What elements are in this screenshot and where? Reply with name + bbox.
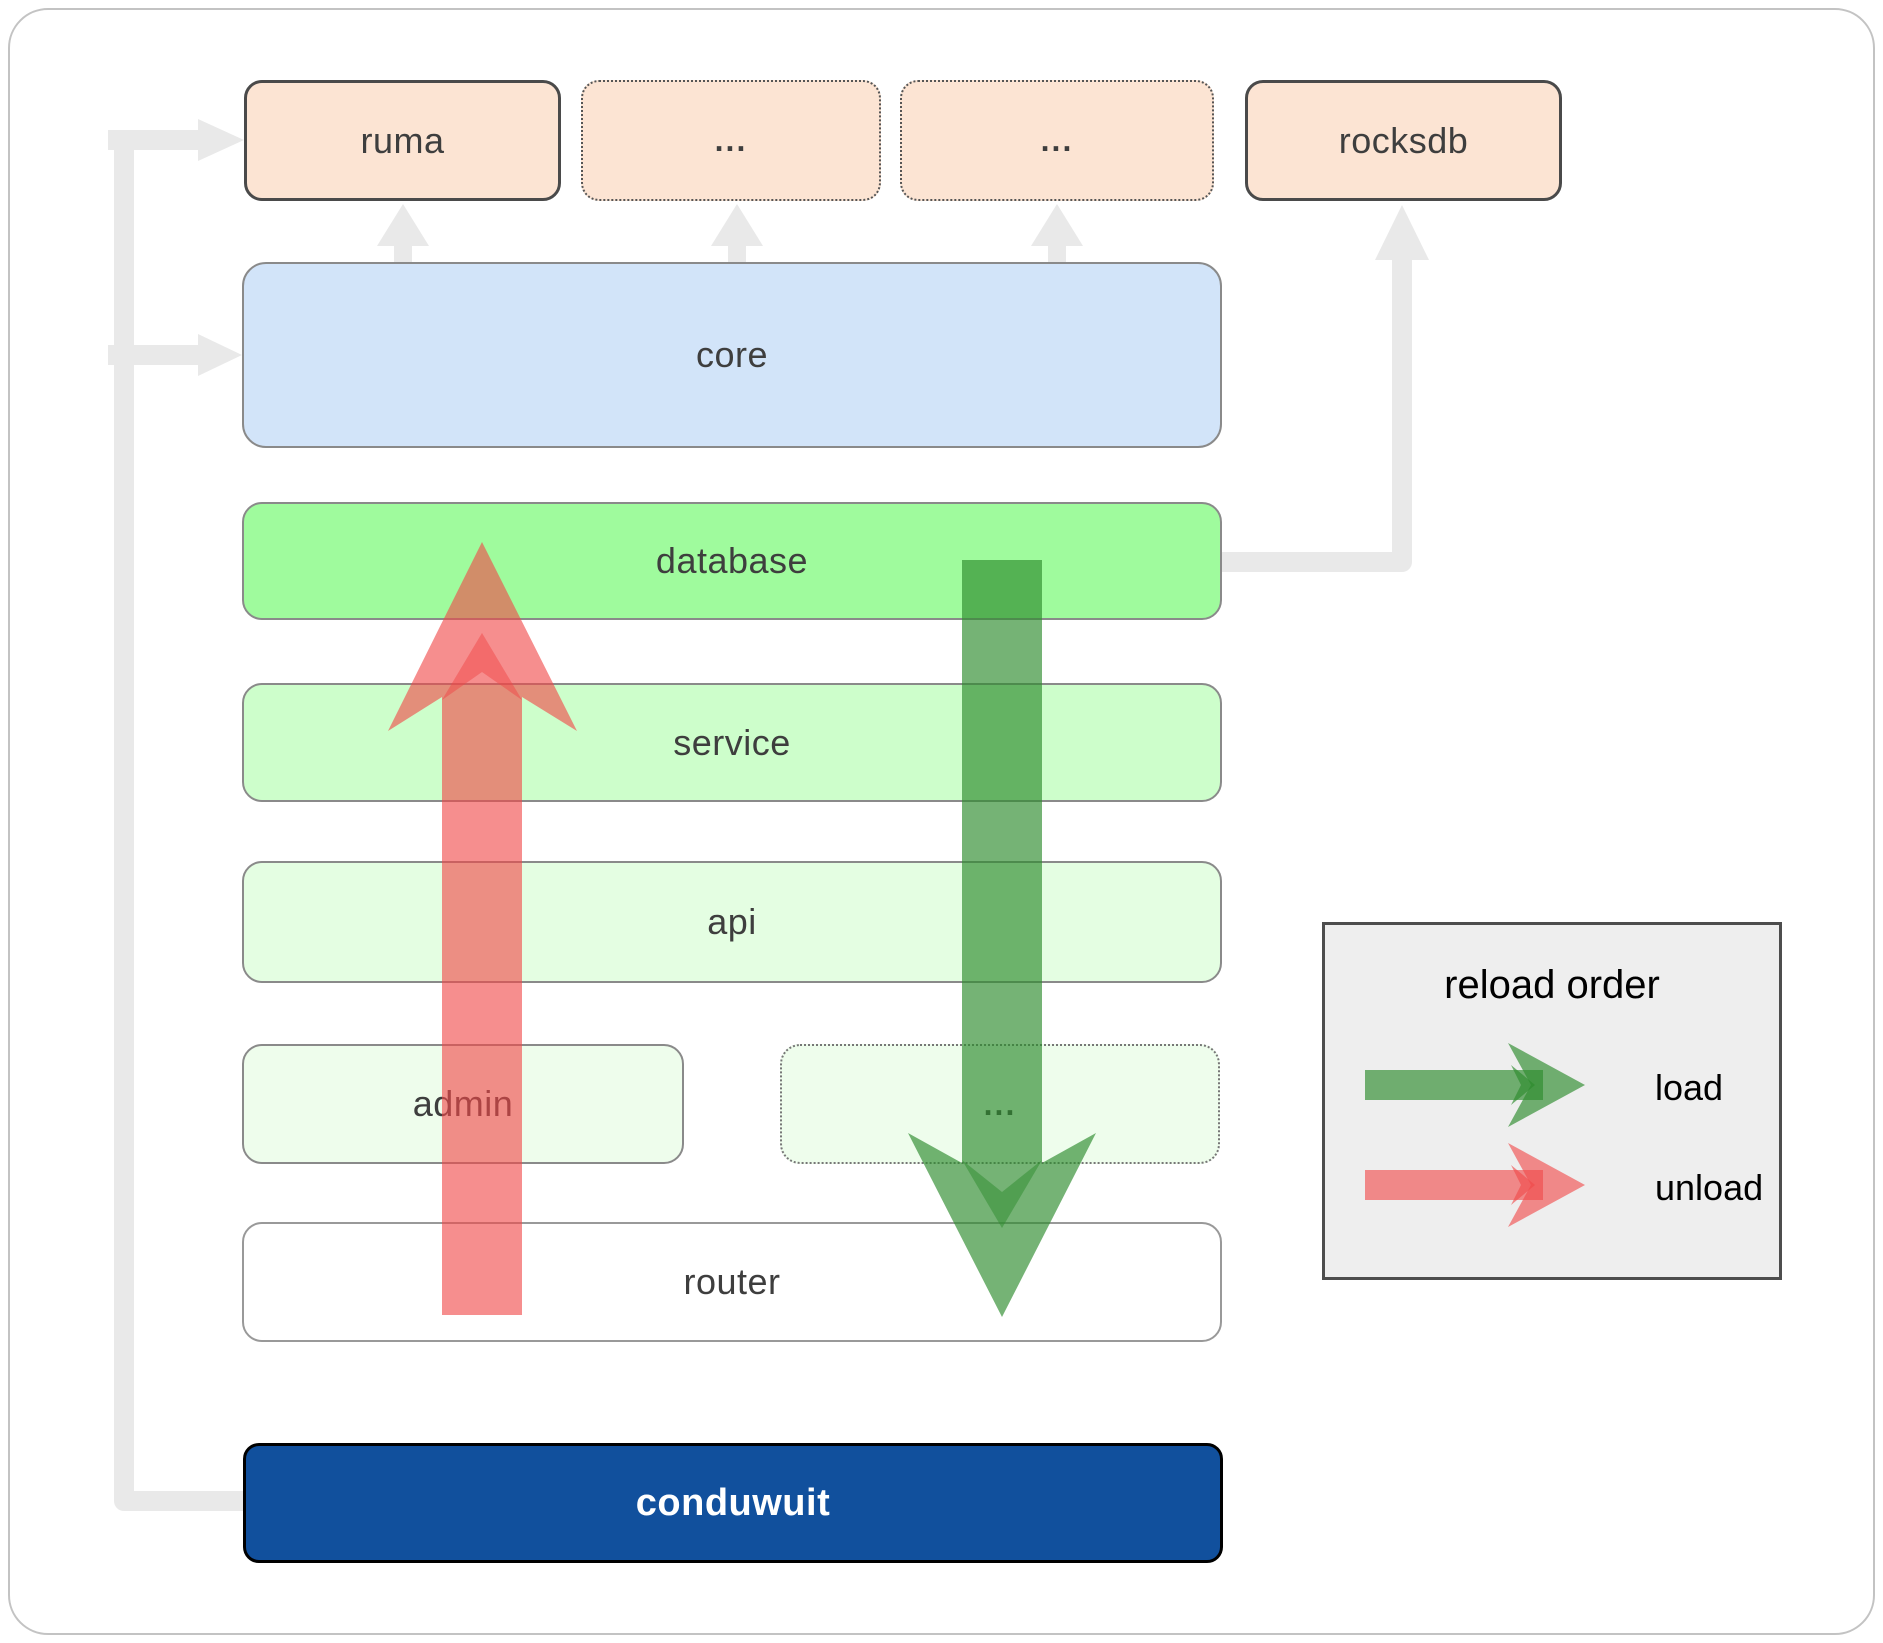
legend: reload order load unload [1322,922,1782,1280]
node-admin-label: admin [412,1083,514,1124]
legend-load-arrow-head [1508,1043,1585,1127]
legend-unload-arrow-shaft [1365,1170,1543,1200]
node-admin: admin [242,1044,684,1164]
legend-load-arrow-inner [1511,1065,1535,1105]
node-more-1-label: ... [714,122,748,158]
node-api-label: api [707,901,757,942]
node-rocksdb-label: rocksdb [1338,119,1469,161]
legend-unload-arrow-inner [1511,1165,1535,1205]
node-api: api [242,861,1222,983]
node-router: router [242,1222,1222,1342]
outer-frame [8,8,1875,1635]
legend-unload-label: unload [1655,1167,1764,1208]
legend-arrows [1365,1043,1585,1227]
node-more-3-label: ... [983,1085,1017,1122]
node-ruma-label: ruma [360,119,445,161]
node-router-label: router [683,1261,781,1302]
node-conduwuit: conduwuit [243,1443,1223,1563]
node-core: core [242,262,1222,448]
legend-load-label: load [1655,1067,1724,1108]
legend-load-arrow-shaft [1365,1070,1543,1100]
node-more-3: ... [780,1044,1220,1164]
legend-unload-arrow-head [1508,1143,1585,1227]
node-service: service [242,683,1222,802]
node-database-label: database [655,540,809,581]
node-more-1: ... [581,80,881,201]
node-core-label: core [695,334,769,375]
legend-title: reload order [1444,963,1660,1007]
node-rocksdb: rocksdb [1245,80,1562,201]
node-service-label: service [673,721,791,763]
node-database: database [242,502,1222,620]
node-ruma: ruma [244,80,561,201]
node-more-2: ... [900,80,1214,201]
node-more-2-label: ... [1040,122,1074,158]
node-conduwuit-label: conduwuit [635,1481,831,1524]
